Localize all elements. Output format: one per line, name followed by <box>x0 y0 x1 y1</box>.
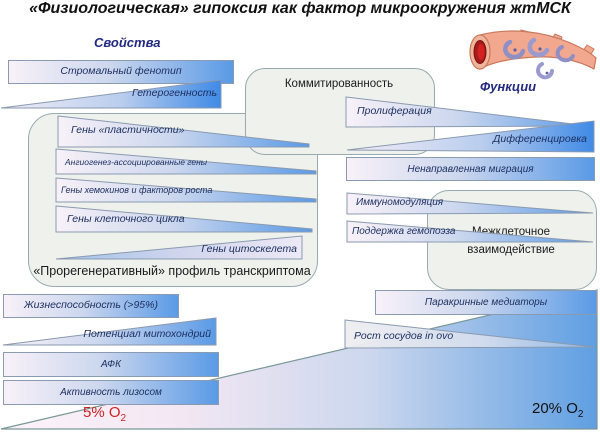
oxygen-low-label: 5% O2 <box>83 404 126 424</box>
vessel-growth-wedge: Рост сосудов in ovo <box>344 319 596 349</box>
intercellular-label-line2: взаимодействие <box>467 244 555 256</box>
properties-header: Свойства <box>94 35 161 50</box>
cell-cycle-genes-label: Гены клеточного цикла <box>67 213 185 225</box>
angiogenesis-genes-label: Ангиогенез-ассоциированные гены <box>65 157 208 167</box>
cell-cycle-genes-wedge: Гены клеточного цикла <box>55 205 313 233</box>
hematopoiesis-wedge: Поддержка гемопоэза <box>346 220 594 243</box>
transcriptome-caption: «Прорегенеративный» профиль транскриптом… <box>33 264 311 278</box>
immunomodulation-label: Иммуномодуляция <box>356 197 444 208</box>
heterogeneity-wedge: Гетерогенность <box>0 79 222 109</box>
ros-label: АФК <box>100 359 122 370</box>
viability-label: Жизнеспособность (>95%) <box>24 299 158 312</box>
vessel-growth-label: Рост сосудов in ovo <box>354 330 454 342</box>
differentiation-label: Дифференцировка <box>493 133 587 145</box>
cytoskeleton-genes-label: Гены цитоскелета <box>201 243 297 255</box>
angiogenesis-genes-wedge: Ангиогенез-ассоциированные гены <box>55 148 317 175</box>
differentiation-wedge: Дифференцировка <box>346 120 595 153</box>
plasticity-genes-wedge: Гены «пластичности» <box>57 115 310 148</box>
migration-label: Ненаправленная миграция <box>407 163 534 175</box>
blood-vessel-illustration <box>466 26 598 80</box>
paracrine-box: Паракринные медиаторы <box>375 290 597 315</box>
mitochondrial-potential-wedge: Потенциал митохондрий <box>2 317 217 346</box>
oxygen-high-subscript: 2 <box>577 409 584 420</box>
functions-header: Функции <box>480 79 537 94</box>
immunomodulation-wedge: Иммуномодуляция <box>346 192 594 215</box>
commitment-label: Коммитированность <box>284 78 394 90</box>
migration-box: Ненаправленная миграция <box>346 157 595 181</box>
cytoskeleton-genes-wedge: Гены цитоскелета <box>55 235 303 260</box>
paracrine-label: Паракринные медиаторы <box>424 297 548 308</box>
oxygen-low-subscript: 2 <box>120 413 127 424</box>
chemokine-genes-label: Гены хемокинов и факторов роста <box>61 185 213 195</box>
oxygen-high-label: 20% O2 <box>532 400 583 420</box>
hematopoiesis-label: Поддержка гемопоэза <box>352 226 456 237</box>
plasticity-genes-label: Гены «пластичности» <box>71 124 185 136</box>
oxygen-low-text: 5% O <box>83 404 121 421</box>
stromal-phenotype-box: Стромальный фенотип <box>8 60 234 84</box>
lysosome-activity-box: Активность лизосом <box>3 380 219 405</box>
heterogeneity-label: Гетерогенность <box>131 87 217 99</box>
proliferation-wedge: Пролиферация <box>345 96 591 128</box>
proliferation-label: Пролиферация <box>357 105 432 117</box>
viability-box: Жизнеспособность (>95%) <box>3 294 179 318</box>
stromal-phenotype-label: Стромальный фенотип <box>60 65 182 78</box>
chemokine-genes-wedge: Гены хемокинов и факторов роста <box>55 177 317 203</box>
ros-box: АФК <box>3 352 219 377</box>
slide-title: «Физиологическая» гипоксия как фактор ми… <box>29 0 571 17</box>
lysosome-activity-label: Активность лизосом <box>60 387 162 398</box>
oxygen-high-text: 20% O <box>532 400 578 417</box>
mitochondrial-potential-label: Потенциал митохондрий <box>83 328 211 340</box>
